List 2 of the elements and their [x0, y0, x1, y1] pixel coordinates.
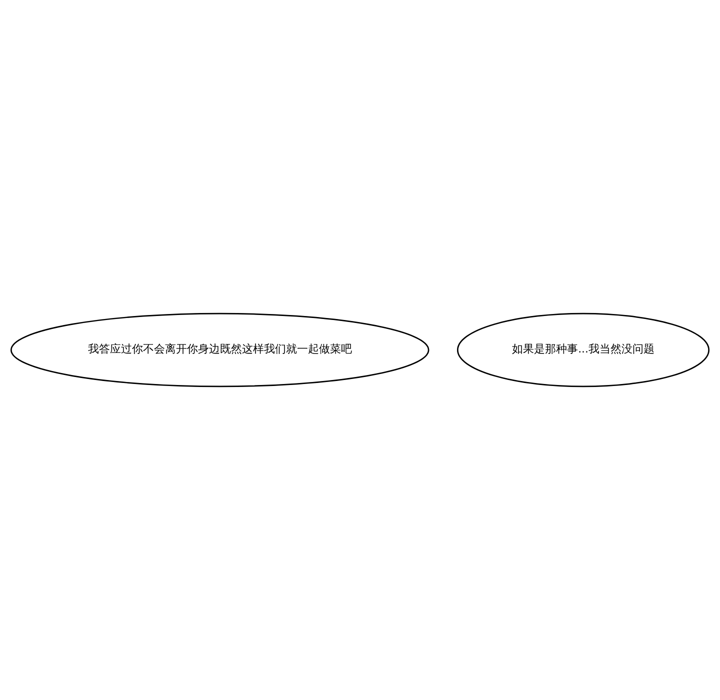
node-ellipse: 我答应过你不会离开你身边既然这样我们就一起做菜吧	[10, 312, 430, 388]
node-ellipse: 如果是那种事...我当然没问题	[456, 312, 710, 388]
